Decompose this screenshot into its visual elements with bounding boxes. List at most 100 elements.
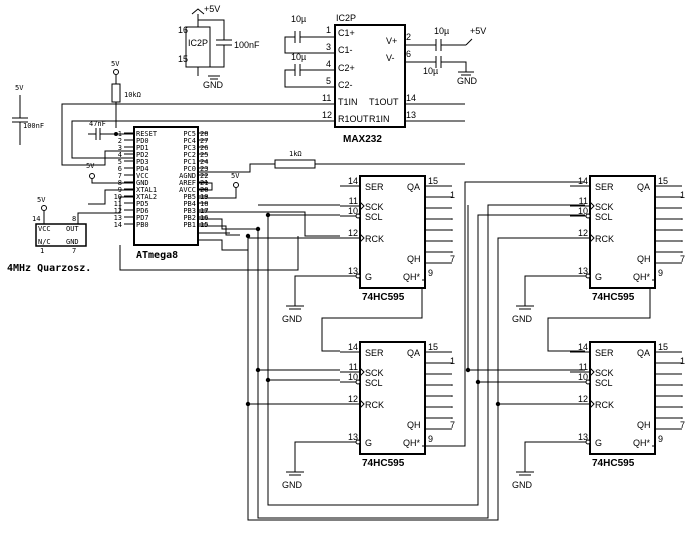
sr-pin-num-7: 7 xyxy=(450,254,455,264)
sr-pin-num-14: 14 xyxy=(578,176,588,186)
vcc-5v-label: 5V xyxy=(86,162,95,170)
sr-pin-num-15: 15 xyxy=(428,342,438,352)
sr-pin-num-13: 13 xyxy=(578,266,588,276)
bus-right-verticals xyxy=(467,205,499,404)
sr-pin-qhs: QH* xyxy=(633,272,651,282)
max232-pin-r1out: R1OUT xyxy=(338,114,369,124)
sr-output-ellipsis xyxy=(681,384,683,386)
sr-gnd-label: GND xyxy=(512,480,533,490)
atmega8-chip: ATmega8 xyxy=(133,126,199,261)
sr-output-ellipsis xyxy=(681,417,683,419)
sr-pin-num-1: 1 xyxy=(680,190,685,200)
atmega-left-pin-num: 13 xyxy=(114,214,122,222)
max232-vplus-label: +5V xyxy=(470,26,486,36)
sr-pin-ser: SER xyxy=(365,348,384,358)
reset-circuit: 5V 10kΩ 47nF xyxy=(88,60,141,140)
atmega-right-pin-label: AVCC xyxy=(179,186,196,194)
max232-num-11: 11 xyxy=(322,93,331,103)
chain-sr3-sr2 xyxy=(422,181,585,447)
sr-pin-num-13: 13 xyxy=(348,266,358,276)
sr-pin-g: G xyxy=(365,272,372,282)
max232-gnd-label: GND xyxy=(457,76,478,86)
sr-scl-inverter-icon xyxy=(585,379,591,385)
sr-pin-num-13: 13 xyxy=(578,432,588,442)
sr-gnd-label: GND xyxy=(282,480,303,490)
atmega-left-pin-num: 7 xyxy=(118,172,122,180)
quartz-out: OUT xyxy=(66,225,79,233)
sr-pin-num-14: 14 xyxy=(348,342,358,352)
quartz-pin-8: 8 xyxy=(72,215,76,223)
atmega-left-pin-label: XTAL2 xyxy=(136,193,157,201)
atmega-left-pin-label: PD7 xyxy=(136,214,149,222)
sr-pin-num-7: 7 xyxy=(680,420,685,430)
shift-register-body xyxy=(589,175,656,289)
quartz-5v-label: 5V xyxy=(37,196,46,204)
shift-register-1: SER14SCK11SCL10RCK12G13GNDQAQHQH*1517974… xyxy=(282,175,455,324)
atmega-left-pin-num: 12 xyxy=(114,207,122,215)
ic2p-vcc-arrow-icon xyxy=(191,8,205,15)
sr-pin-rck: RCK xyxy=(365,234,384,244)
sr-pin-num-11: 11 xyxy=(579,362,588,372)
sr-output-ellipsis xyxy=(681,218,683,220)
vcc-wire xyxy=(91,179,134,184)
quartz-body xyxy=(35,223,87,247)
max232-num-5: 5 xyxy=(326,76,331,86)
max232-num-14: 14 xyxy=(406,93,416,103)
atmega-left-pin-label: PD4 xyxy=(136,165,149,173)
sr-gnd-icon xyxy=(516,275,570,310)
sr3-bus-taps xyxy=(248,369,340,405)
atmega-left-pin-label: PD1 xyxy=(136,144,149,152)
atmega8-name: ATmega8 xyxy=(136,250,178,261)
chain-sr2-sr4 xyxy=(547,280,651,352)
quartz-label: 4MHz Quarzosz. xyxy=(7,263,91,274)
max232-name: MAX232 xyxy=(343,134,382,145)
ic2p-gnd-icon xyxy=(208,75,220,80)
sr-pin-rck: RCK xyxy=(595,234,614,244)
sr-pin-qa: QA xyxy=(637,182,650,192)
atmega-right-pin-num: 16 xyxy=(200,214,208,222)
sr-gnd-icon xyxy=(516,441,570,476)
sr-pin-qh: QH xyxy=(407,420,421,430)
sr-pin-qhs: QH* xyxy=(403,272,421,282)
sr-clock-marker-icon xyxy=(359,367,365,409)
sr-pin-rck: RCK xyxy=(365,400,384,410)
sr-g-inverter-icon xyxy=(355,439,361,445)
atmega-left-pin-label: RESET xyxy=(136,130,158,138)
sr-pin-num-15: 15 xyxy=(428,176,438,186)
max232-vplus-cap-label: 10µ xyxy=(434,26,449,36)
sr1-bus-taps xyxy=(248,204,340,239)
resistor-1k-label: 1kΩ xyxy=(289,150,302,158)
atmega-left-pin-label: PD6 xyxy=(136,207,149,215)
sr-gnd-label: GND xyxy=(512,314,533,324)
atmega-right-pin-num: 26 xyxy=(200,144,208,152)
atmega8-body xyxy=(133,126,199,246)
left-decoupling: 5V 100nF xyxy=(12,84,44,145)
max232-pin-c2m: C2- xyxy=(338,80,353,90)
max232-pin-t1out: T1OUT xyxy=(369,97,399,107)
atmega-left-pin-num: 11 xyxy=(114,200,122,208)
sr-pin-qa: QA xyxy=(407,348,420,358)
sr-pin-num-12: 12 xyxy=(348,394,358,404)
atmega-right-pin-num: 24 xyxy=(200,158,208,166)
sr-output-ellipsis xyxy=(681,240,683,242)
sr-gnd-icon xyxy=(286,441,340,476)
sr-gnd-icon xyxy=(286,275,340,310)
max232-ref: IC2P xyxy=(336,13,356,23)
quartz-out-wire xyxy=(77,196,134,224)
max232-vplus-arrow-icon xyxy=(465,38,473,46)
atmega-right-pin-label: AREF xyxy=(179,179,196,187)
max232-num-1: 1 xyxy=(326,25,331,35)
max232-pin-vm: V- xyxy=(386,53,395,63)
max232-c1-label: 10µ xyxy=(291,14,306,24)
sr-pin-ser: SER xyxy=(365,182,384,192)
sr-output-ellipsis xyxy=(681,251,683,253)
sr-clock-marker-icon xyxy=(589,201,595,243)
resistor-10k-label: 10kΩ xyxy=(124,91,141,99)
shift-register-4: SER14SCK11SCL10RCK12G13GNDQAQHQH*1517974… xyxy=(512,341,685,490)
sr-pin-ser: SER xyxy=(595,182,614,192)
sr-pin-num-10: 10 xyxy=(578,372,588,382)
sr-pin-num-7: 7 xyxy=(680,254,685,264)
sr-pin-num-15: 15 xyxy=(658,176,668,186)
sr-pin-num-1: 1 xyxy=(680,356,685,366)
